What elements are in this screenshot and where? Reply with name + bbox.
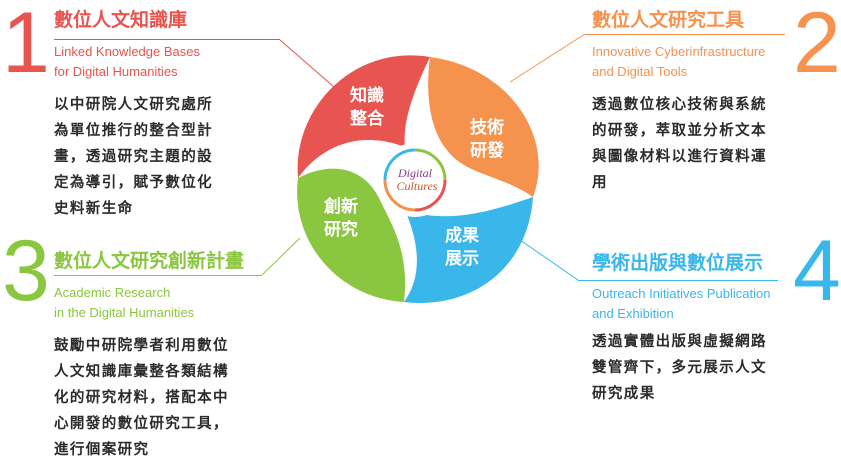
section-2-description-line: 的研發，萃取並分析文本 — [592, 123, 767, 139]
petal-label-results-1: 成果 — [445, 225, 479, 246]
section-3-description-line: 鼓勵中研院學者利用數位 — [54, 338, 229, 354]
center-logo: Digital Cultures — [378, 143, 452, 217]
section-1-description-line: 以中研院人文研究處所 — [54, 97, 213, 113]
petal-label-knowledge-1: 知識 — [349, 85, 384, 106]
section-4-description: 透過實體出版與虛擬網路 雙管齊下，多元展示人文 研究成果 — [592, 329, 767, 407]
section-1-subtitle-line: for Digital Humanities — [54, 64, 178, 79]
section-1-subtitle: Linked Knowledge Bases for Digital Human… — [54, 42, 200, 82]
section-1-description-line: 史料新生命 — [54, 201, 134, 217]
section-2-description: 透過數位核心技術與系統 的研發，萃取並分析文本 與圖像材料以進行資料運 用 — [592, 92, 767, 196]
section-2-subtitle-line: and Digital Tools — [592, 64, 688, 79]
section-2-description-line: 用 — [592, 175, 608, 191]
petal-label-tools-1: 技術 — [470, 117, 504, 138]
section-2-subtitle-line: Innovative Cyberinfrastructure — [592, 44, 766, 59]
section-1-description-line: 畫，透過研究主題的設 — [54, 149, 213, 165]
section-1-title: 數位人文知識庫 — [54, 9, 188, 31]
section-4-description-line: 雙管齊下，多元展示人文 — [592, 360, 767, 376]
petal-knowledge — [297, 55, 430, 179]
petal-results — [404, 197, 533, 304]
section-2-number: 2 — [793, 0, 841, 91]
section-4-title: 學術出版與數位展示 — [592, 252, 764, 274]
section-1-description: 以中研院人文研究處所 為單位推行的整合型計 畫，透過研究主題的設 定為導引，賦予… — [54, 92, 213, 222]
section-2-description-line: 透過數位核心技術與系統 — [592, 97, 767, 113]
connector-line-2 — [509, 33, 586, 83]
section-3-description: 鼓勵中研院學者利用數位 人文知識庫彙整各類結構 化的研究材料，搭配本中 心開發的… — [54, 333, 229, 463]
section-3-rule — [54, 275, 262, 276]
section-1-description-line: 定為導引，賦予數位化 — [54, 175, 213, 191]
connector-line-4 — [519, 239, 579, 281]
section-3-number: 3 — [2, 223, 50, 319]
petal-label-research-1: 創新 — [323, 196, 358, 217]
section-3-description-line: 人文知識庫彙整各類結構 — [54, 364, 229, 380]
section-3-description-line: 心開發的數位研究工具， — [54, 416, 229, 432]
section-2-description-line: 與圖像材料以進行資料運 — [592, 149, 767, 165]
section-2-rule — [585, 34, 785, 35]
logo-line-2: Cultures — [397, 179, 438, 193]
petal-label-research-2: 研究 — [324, 219, 358, 240]
section-2-subtitle: Innovative Cyberinfrastructure and Digit… — [592, 42, 765, 82]
petal-label-results-2: 展示 — [445, 249, 479, 269]
section-4-subtitle-line: Outreach Initiatives Publication — [592, 286, 771, 301]
section-4-rule — [578, 280, 778, 281]
petal-research — [297, 168, 406, 302]
section-3-subtitle-line: in the Digital Humanities — [54, 305, 195, 320]
petal-tools — [428, 57, 539, 197]
section-3-subtitle: Academic Research in the Digital Humanit… — [54, 283, 194, 323]
connector-line-1 — [279, 39, 335, 88]
section-1-subtitle-line: Linked Knowledge Bases — [54, 44, 200, 59]
section-1-description-line: 為單位推行的整合型計 — [54, 123, 213, 139]
section-4-subtitle: Outreach Initiatives Publication and Exh… — [592, 284, 770, 324]
section-3-title: 數位人文研究創新計畫 — [54, 250, 245, 272]
section-4-description-line: 透過實體出版與虛擬網路 — [592, 334, 767, 350]
section-3-description-line: 進行個案研究 — [54, 442, 150, 458]
logo-line-1: Digital — [397, 166, 433, 180]
petal-label-tools-2: 研發 — [470, 140, 504, 161]
section-4-number: 4 — [793, 223, 841, 319]
petal-label-knowledge-2: 整合 — [350, 108, 385, 129]
section-1-rule — [54, 39, 280, 40]
section-3-description-line: 化的研究材料，搭配本中 — [54, 390, 229, 406]
section-1-number: 1 — [2, 0, 50, 91]
section-3-subtitle-line: Academic Research — [54, 285, 171, 300]
section-2-title: 數位人文研究工具 — [592, 9, 745, 31]
section-4-subtitle-line: and Exhibition — [592, 306, 674, 321]
cycle-diagram: Digital Cultures 知識 整合 技術 研發 創新 研究 成果 展示 — [261, 33, 586, 304]
section-4-description-line: 研究成果 — [592, 386, 656, 402]
connector-line-3 — [261, 237, 301, 276]
